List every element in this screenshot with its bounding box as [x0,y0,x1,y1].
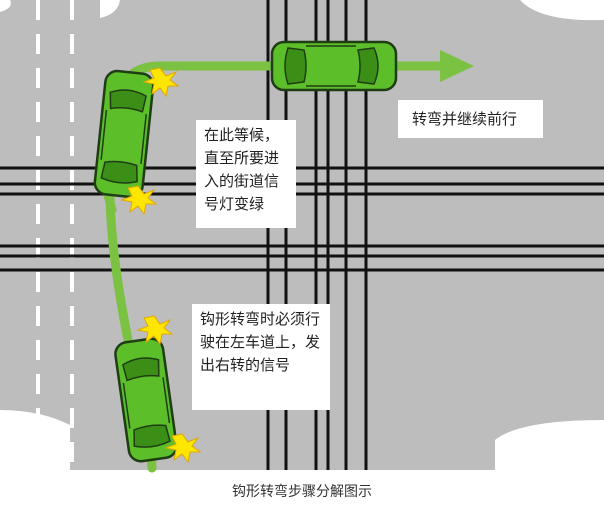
label-wait-for-signal: 在此等候，直至所要进入的街道信号灯变绿 [196,120,296,228]
corner-bottom-left [0,410,70,470]
arrow-head [440,50,474,82]
corner-bottom-right [495,420,604,470]
corner-top-left [0,0,11,12]
label-turn-and-continue: 转弯并继续前行 [398,100,543,138]
car-bottom [114,337,178,463]
car-middle [93,69,155,199]
car-top [270,40,398,92]
diagram-caption: 钩形转弯步骤分解图示 [232,484,372,500]
bottom-margin [0,470,604,510]
label-hook-turn-lane: 钩形转弯时必须行驶在左车道上，发出右转的信号 [192,304,330,410]
turn-path-join [103,190,117,215]
corner-top-right [520,0,604,21]
signal-flashes [120,67,202,464]
flash-1 [142,67,180,98]
flash-3 [136,315,174,346]
corner-top-inner [100,0,120,18]
flash-4 [164,433,202,464]
flash-2 [120,185,158,216]
